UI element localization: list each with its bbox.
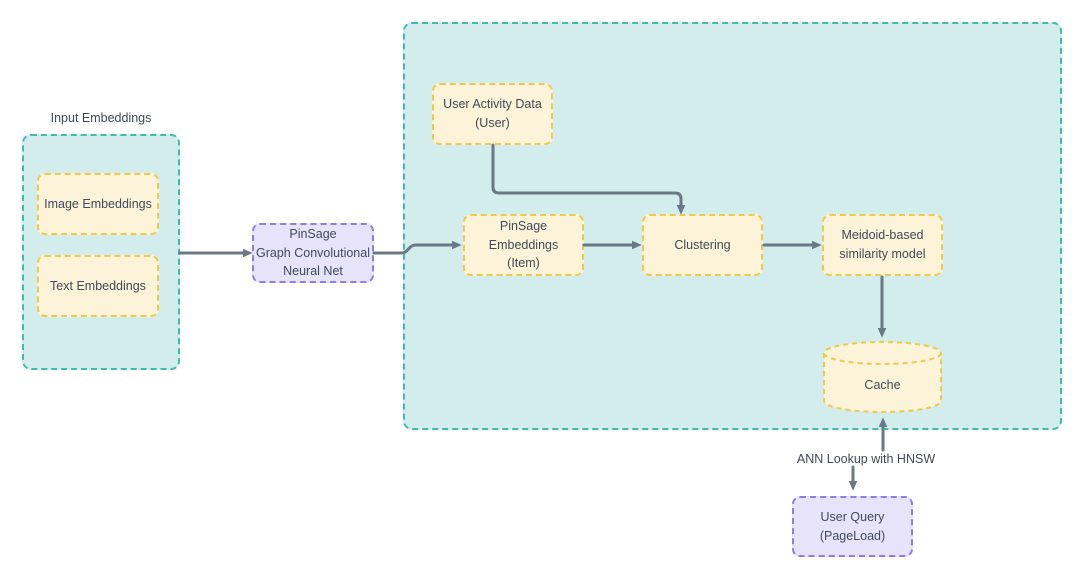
user-query-label: User Query (PageLoad) [819,509,886,543]
text-embeddings-node[interactable]: Text Embeddings [37,255,159,317]
image-embeddings-node[interactable]: Image Embeddings [37,173,159,235]
pinsage-item-embeddings-node[interactable]: PinSage Embeddings (Item) [463,214,584,276]
user-activity-node[interactable]: User Activity Data (User) [432,83,553,145]
pinsage-item-embeddings-label: PinSage Embeddings (Item) [488,218,559,271]
medoid-similarity-node[interactable]: Meidoid-based similarity model [822,214,943,276]
user-query-node[interactable]: User Query (PageLoad) [792,496,913,557]
cylinder-shape-icon [823,341,942,413]
pinsage-gcn-node[interactable]: PinSage Graph Convolutional Neural Net [252,223,374,283]
clustering-node[interactable]: Clustering [642,214,763,276]
image-embeddings-label: Image Embeddings [44,196,152,211]
user-activity-label: User Activity Data (User) [443,97,542,130]
cache-label: Cache [864,378,901,392]
text-embeddings-label: Text Embeddings [50,278,146,293]
cache-cylinder-node[interactable]: Cache [822,340,943,414]
clustering-label: Clustering [674,237,731,252]
medoid-similarity-label: Meidoid-based similarity model [839,228,926,261]
pinsage-gcn-label: PinSage Graph Convolutional Neural Net [256,226,370,279]
input-embeddings-group[interactable] [22,134,180,370]
ann-lookup-label: ANN Lookup with HNSW [796,452,936,466]
input-embeddings-group-title: Input Embeddings [50,111,152,125]
